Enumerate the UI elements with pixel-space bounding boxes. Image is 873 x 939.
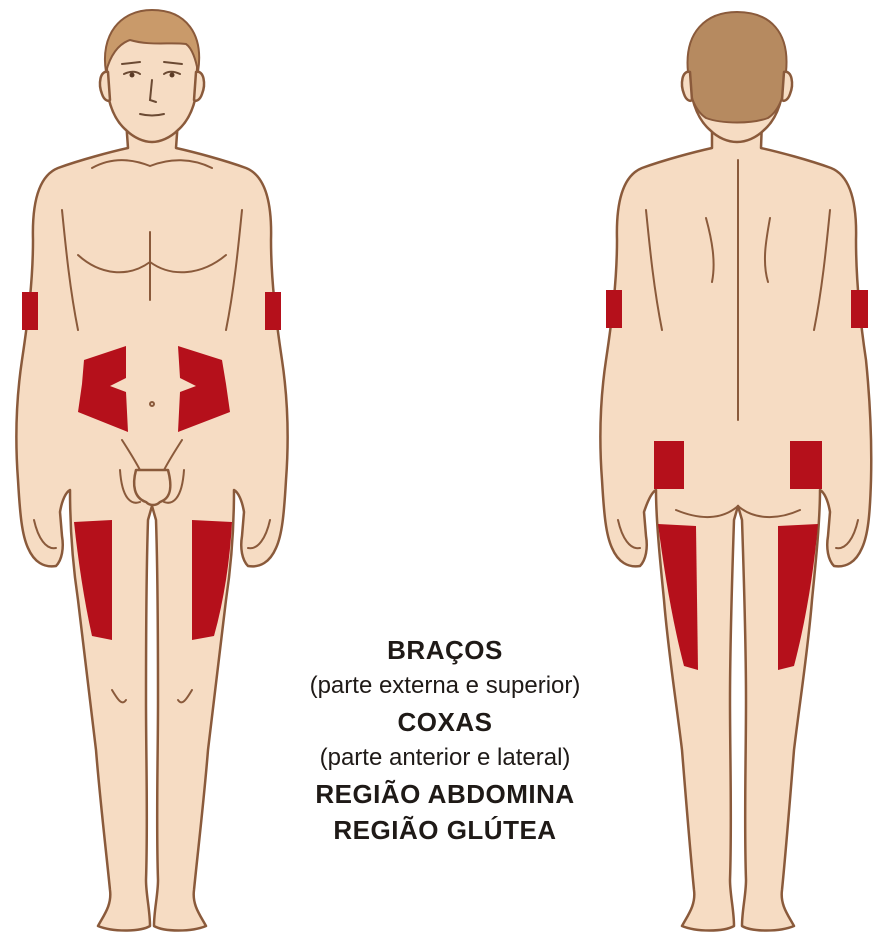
back-gluteal-zone-left	[654, 441, 684, 489]
front-arm-zone-right	[265, 292, 281, 330]
legend-gluteal-title: REGIÃO GLÚTEA	[250, 812, 640, 848]
legend-abdomen-title: REGIÃO ABDOMINA	[250, 776, 640, 812]
front-arm-zone-left	[22, 292, 38, 330]
legend: BRAÇOS (parte externa e superior) COXAS …	[250, 632, 640, 848]
front-left-ear	[100, 72, 110, 101]
legend-thighs-desc: (parte anterior e lateral)	[250, 740, 640, 776]
legend-thighs-title: COXAS	[250, 704, 640, 740]
back-arm-zone-left	[606, 290, 622, 328]
front-right-ear	[194, 72, 204, 101]
legend-arms-title: BRAÇOS	[250, 632, 640, 668]
back-hair	[688, 12, 787, 123]
front-body-silhouette	[16, 120, 287, 931]
legend-arms-desc: (parte externa e superior)	[250, 668, 640, 704]
front-figure	[16, 10, 287, 931]
back-arm-zone-right	[851, 290, 868, 328]
back-right-ear	[782, 72, 792, 101]
back-left-ear	[682, 72, 692, 101]
back-body-silhouette	[600, 120, 871, 931]
back-figure	[600, 12, 871, 931]
back-gluteal-zone-right	[790, 441, 822, 489]
front-groin	[134, 470, 170, 505]
